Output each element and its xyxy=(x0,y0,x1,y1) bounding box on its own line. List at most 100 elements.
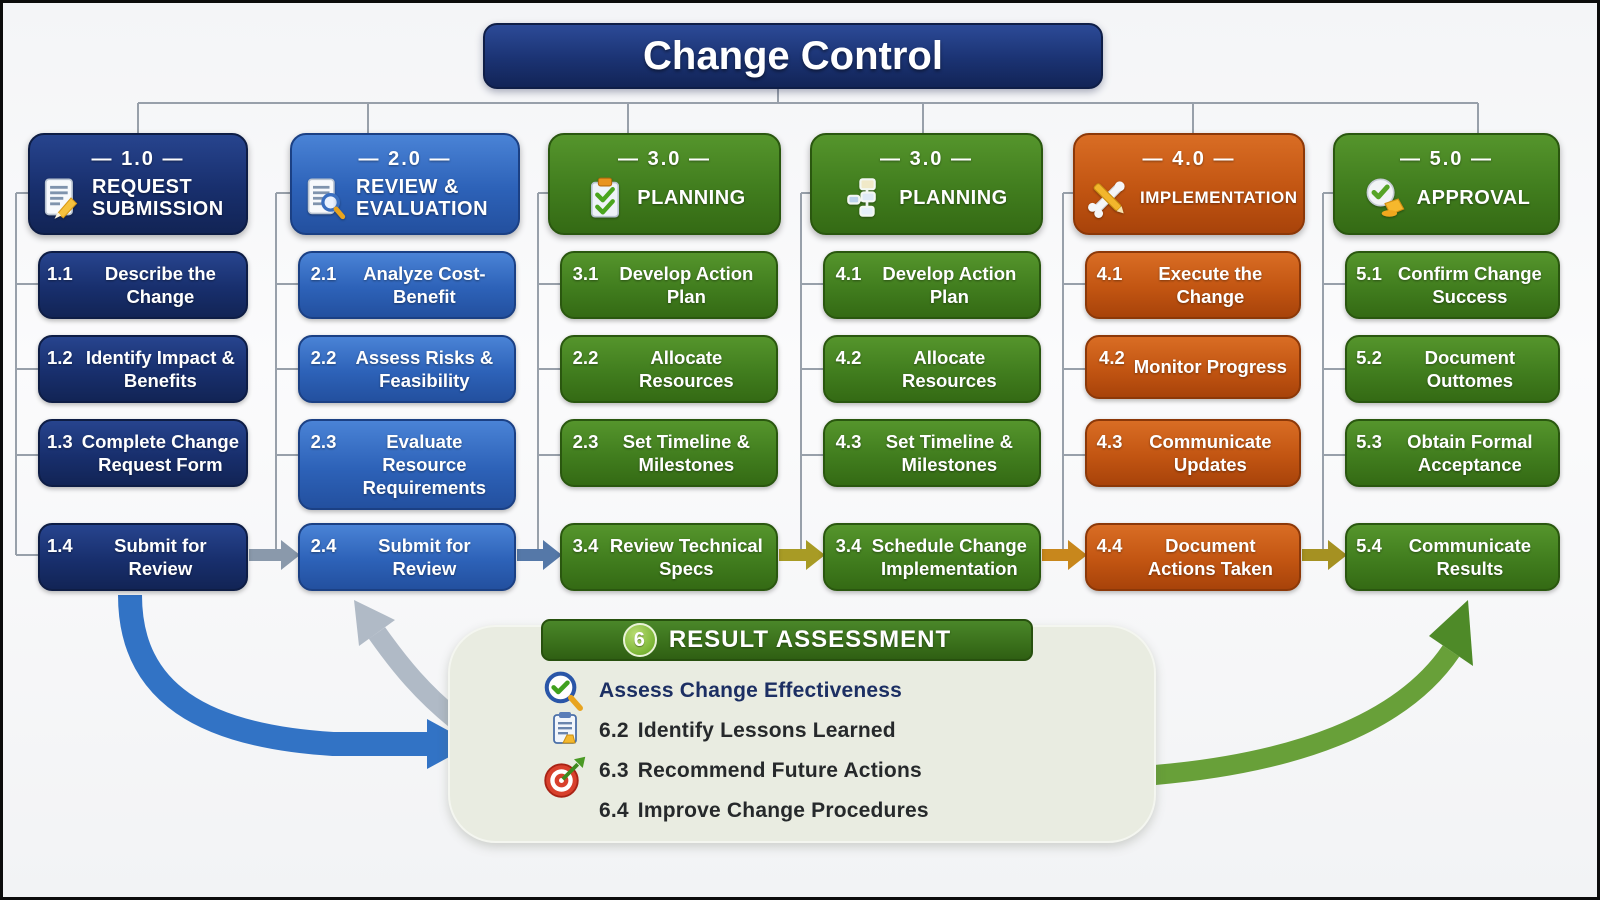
step-box-4-1: 4.1 Develop Action Plan xyxy=(823,251,1041,320)
step-number: 3.1 xyxy=(572,263,599,284)
step-text: Set Timeline & Milestones xyxy=(622,431,750,476)
step-number: 4.1 xyxy=(1096,263,1123,284)
curved-arrow-assessment-to-approval xyxy=(1154,600,1473,785)
step-text: Communicate Updates xyxy=(1149,431,1272,476)
step-box-5-1: 4.1 Execute the Change xyxy=(1085,251,1301,320)
step-text: Develop Action Plan xyxy=(882,263,1017,308)
step-number: 1.1 xyxy=(47,263,73,284)
step-text: Confirm Change Success xyxy=(1397,263,1542,308)
assessment-item-1: Assess Change Effectiveness xyxy=(599,675,902,707)
column-code: — 5.0 — xyxy=(1400,148,1493,170)
document-pencil-icon xyxy=(38,176,82,220)
column-label: APPROVAL xyxy=(1416,186,1531,209)
step-box-4-3: 4.3 Set Timeline & Milestones xyxy=(823,419,1041,488)
step-number: 5.2 xyxy=(1356,347,1382,368)
column-header-approval: — 5.0 — APPROVAL xyxy=(1333,133,1560,235)
step-number: 3.4 xyxy=(572,535,599,556)
step-box-3-2: 2.2 Allocate Resources xyxy=(560,335,778,404)
step-text: Set Timeline & Milestones xyxy=(885,431,1013,476)
column-header-planning-2: — 3.0 — PLANNING xyxy=(810,133,1043,235)
step-arrow-5-6 xyxy=(1302,540,1347,570)
column-code: — 1.0 — xyxy=(91,147,185,170)
step-box-3-3: 2.3 Set Timeline & Milestones xyxy=(560,419,778,488)
assessment-item-3: 6.3 Recommend Future Actions xyxy=(599,755,922,787)
step-text: Monitor Progress xyxy=(1133,356,1287,378)
step-text: Identify Impact & Benefits xyxy=(85,347,235,392)
step-box-2-2: 2.2 Assess Risks & Feasibility xyxy=(298,335,516,404)
step-number: 2.1 xyxy=(310,263,337,284)
assessment-text: Identify Lessons Learned xyxy=(637,719,896,742)
step-number: 1.2 xyxy=(47,347,73,368)
flowchart-icon xyxy=(845,176,889,220)
step-number: 4.4 xyxy=(1096,535,1123,556)
step-number: 2.3 xyxy=(572,431,599,452)
step-number: 4.2 xyxy=(835,347,862,368)
document-magnifier-icon xyxy=(302,176,346,220)
column-label: PLANNING xyxy=(899,186,1008,209)
column-header-implementation: — 4.0 — IMPLEMENTATION xyxy=(1073,133,1305,235)
step-text: Review Technical Specs xyxy=(609,535,763,580)
column-label: PLANNING xyxy=(637,186,746,209)
assessment-text: Assess Change Effectiveness xyxy=(599,679,903,702)
page-title: Change Control xyxy=(483,23,1103,89)
assessment-text: Improve Change Procedures xyxy=(637,799,929,822)
approval-stamp-icon xyxy=(1363,176,1407,220)
step-text: Complete Change Request Form xyxy=(81,431,239,476)
step-text: Submit for Review xyxy=(378,535,471,580)
step-text: Obtain Formal Acceptance xyxy=(1407,431,1533,476)
step-text: Allocate Resources xyxy=(639,347,734,392)
clipboard-check-icon xyxy=(583,176,627,220)
step-box-6-4: 5.4 Communicate Results xyxy=(1345,523,1560,592)
column-label: REVIEW & EVALUATION xyxy=(356,175,489,220)
column-header-planning-1: — 3.0 — PLANNING xyxy=(548,133,781,235)
step-box-1-4: 1.4 Submit for Review xyxy=(38,523,248,592)
step-text: Analyze Cost-Benefit xyxy=(363,263,486,308)
step-number: 2.4 xyxy=(310,535,337,556)
tools-icon xyxy=(1086,176,1130,220)
column-label: REQUEST SUBMISSION xyxy=(92,175,224,220)
assessment-number: 6.4 xyxy=(599,799,629,822)
step-number: 5.1 xyxy=(1356,263,1382,284)
step-text: Execute the Change xyxy=(1158,263,1263,308)
step-text: Describe the Change xyxy=(104,263,216,308)
step-box-1-2: 1.2 Identify Impact & Benefits xyxy=(38,335,248,404)
step-box-2-3: 2.3 Evaluate Resource Requirements xyxy=(298,419,516,511)
step-box-3-4: 3.4 Review Technical Specs xyxy=(560,523,778,592)
step-text: Evaluate Resource Requirements xyxy=(362,431,487,499)
step-text: Document Outtomes xyxy=(1424,347,1516,392)
step-arrow-1-2 xyxy=(249,540,300,570)
column-code: — 2.0 — xyxy=(358,147,452,170)
step-number: 3.4 xyxy=(835,535,862,556)
assessment-item-2: 6.2 Identify Lessons Learned xyxy=(599,715,896,747)
six-badge-icon: 6 xyxy=(622,623,657,657)
result-assessment-header: 6 RESULT ASSESSMENT xyxy=(541,619,1033,661)
step-box-6-3: 5.3 Obtain Formal Acceptance xyxy=(1345,419,1560,488)
step-text: Submit for Review xyxy=(114,535,207,580)
assessment-item-4: 6.4 Improve Change Procedures xyxy=(599,795,929,827)
column-code: — 3.0 — xyxy=(880,148,973,170)
assessment-number: 6.3 xyxy=(599,759,629,782)
step-arrow-4-5 xyxy=(1042,540,1087,570)
assessment-text: Recommend Future Actions xyxy=(637,759,922,782)
step-number: 4.3 xyxy=(835,431,862,452)
target-dart-icon xyxy=(539,753,589,803)
column-header-review-evaluation: — 2.0 — REVIEW & EVALUATION xyxy=(290,133,520,235)
step-box-5-3: 4.3 Communicate Updates xyxy=(1085,419,1301,488)
step-text: Document Actions Taken xyxy=(1147,535,1273,580)
step-box-2-1: 2.1 Analyze Cost-Benefit xyxy=(298,251,516,320)
step-arrow-3-4 xyxy=(779,540,825,570)
step-number: 5.4 xyxy=(1356,535,1382,556)
result-assessment-title: RESULT ASSESSMENT xyxy=(668,626,952,653)
step-text: Assess Risks & Feasibility xyxy=(355,347,494,392)
step-arrow-2-3 xyxy=(517,540,562,570)
step-text: Communicate Results xyxy=(1408,535,1532,580)
clipboard-notes-icon xyxy=(545,709,585,749)
connector-lines xyxy=(15,85,1479,556)
step-number: 4.2 xyxy=(1099,347,1125,368)
step-number: 5.3 xyxy=(1356,431,1382,452)
column-header-request-submission: — 1.0 — REQUEST SUBMISSION xyxy=(28,133,248,235)
column-code: — 3.0 — xyxy=(618,148,711,170)
step-number: 4.3 xyxy=(1096,431,1123,452)
assessment-number: 6.2 xyxy=(599,719,629,742)
